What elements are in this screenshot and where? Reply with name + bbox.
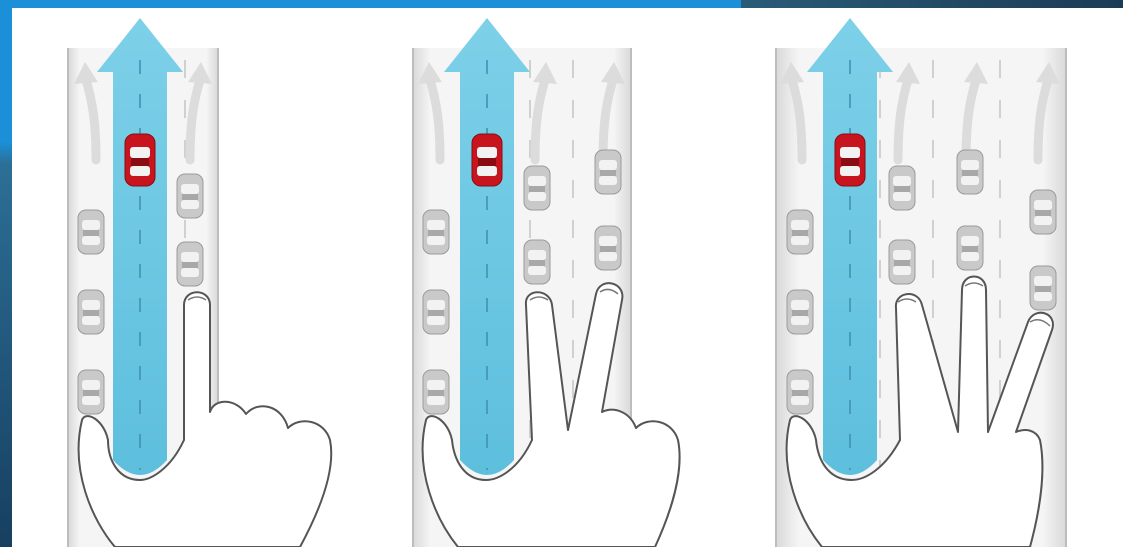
slide-left-bar	[0, 0, 12, 547]
car-icon	[472, 134, 502, 186]
car-icon	[889, 166, 915, 210]
car-icon	[78, 290, 104, 334]
car-icon	[957, 150, 983, 194]
car-icon	[423, 370, 449, 414]
car-icon	[177, 242, 203, 286]
slide-top-bar	[0, 0, 1123, 8]
panel-three-finger	[776, 18, 1066, 547]
car-icon	[1030, 190, 1056, 234]
panel-one-finger	[68, 18, 331, 547]
car-icon	[957, 226, 983, 270]
car-icon	[524, 240, 550, 284]
car-icon	[78, 370, 104, 414]
car-icon	[595, 226, 621, 270]
car-icon	[787, 210, 813, 254]
illustration-canvas	[12, 8, 1123, 547]
lane-gesture-illustration	[12, 8, 1123, 547]
car-icon	[423, 290, 449, 334]
car-icon	[1030, 266, 1056, 310]
car-icon	[524, 166, 550, 210]
car-icon	[423, 210, 449, 254]
car-icon	[78, 210, 104, 254]
car-icon	[787, 370, 813, 414]
panel-two-finger	[413, 18, 680, 547]
car-icon	[787, 290, 813, 334]
car-icon	[125, 134, 155, 186]
car-icon	[835, 134, 865, 186]
car-icon	[889, 240, 915, 284]
car-icon	[177, 174, 203, 218]
car-icon	[595, 150, 621, 194]
